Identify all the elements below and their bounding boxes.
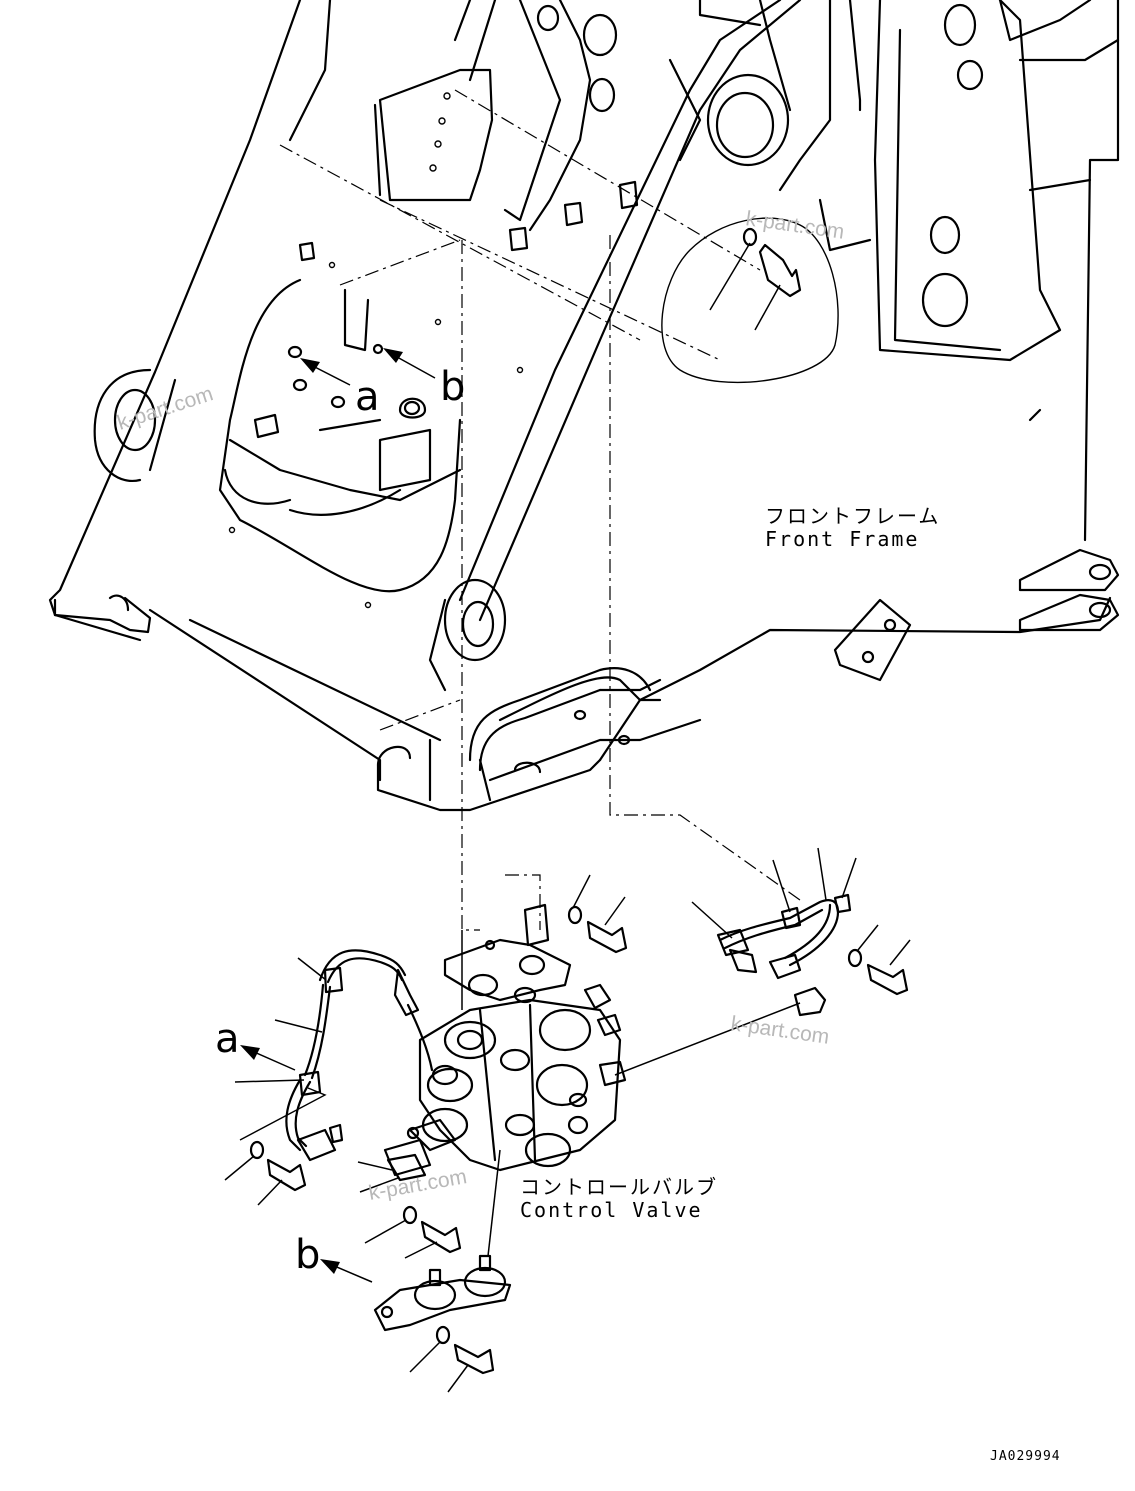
assembly-dashed-lines xyxy=(279,89,839,931)
right-wiring-harness xyxy=(614,847,857,1076)
watermark-4: k-part.com xyxy=(367,1165,469,1205)
frame-ref-a: a xyxy=(355,374,380,420)
watermark-1: k-part.com xyxy=(744,207,845,244)
front-frame-label-en: Front Frame xyxy=(765,527,919,551)
right-bolts xyxy=(567,874,911,996)
control-valve-assembly xyxy=(383,903,627,1177)
left-bolts xyxy=(224,1126,462,1259)
valve-ref-a: a xyxy=(215,1016,240,1062)
frame-inner-panel xyxy=(218,68,524,609)
control-valve-label-en: Control Valve xyxy=(520,1198,703,1222)
cover-bolt xyxy=(709,227,802,331)
front-frame-upper-right xyxy=(503,0,1120,362)
watermark-3: k-part.com xyxy=(729,1012,830,1049)
control-valve-label-jp: コントロールバルブ xyxy=(520,1175,718,1199)
valve-ref-b: b xyxy=(295,1232,320,1278)
frame-ref-arrows xyxy=(300,348,436,386)
valve-ref-arrows xyxy=(240,1045,373,1283)
left-wiring-harness xyxy=(234,949,434,1162)
front-frame-drawing xyxy=(48,0,1120,812)
drawing-code: JA029994 xyxy=(990,1449,1061,1464)
frame-ref-b: b xyxy=(440,364,465,410)
front-frame-label-jp: フロントフレーム xyxy=(765,504,940,528)
pressure-switch-bracket xyxy=(373,1149,512,1393)
